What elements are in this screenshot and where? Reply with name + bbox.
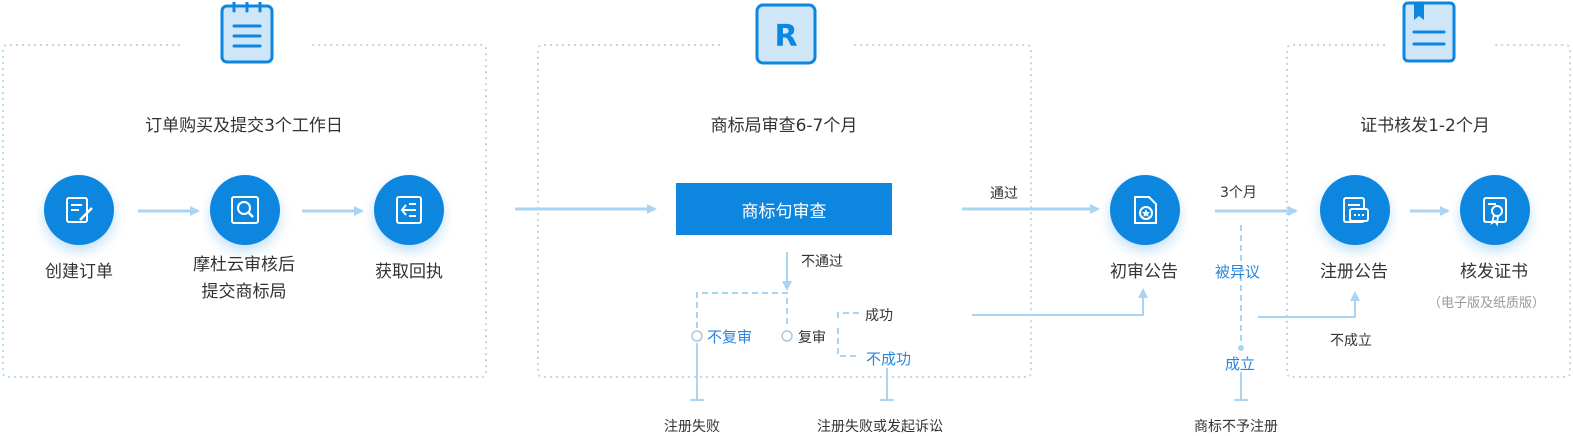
register-announce-label: 注册公告 xyxy=(1320,262,1388,282)
opposed-label: 被异议 xyxy=(1215,263,1261,281)
initial-announce-step xyxy=(1110,175,1180,245)
receipt-icon xyxy=(396,196,422,224)
outcome-not-registered: 商标不予注册 xyxy=(1194,419,1278,435)
announcement-icon xyxy=(1343,197,1369,223)
not-established-label: 不成立 xyxy=(1330,333,1372,349)
stage-panel-2 xyxy=(537,44,1032,378)
formal-review-box: 商标句审查 xyxy=(676,183,892,235)
notepad-icon xyxy=(220,2,274,64)
three-months-label: 3个月 xyxy=(1220,185,1257,201)
cert-format-note: （电子版及纸质版） xyxy=(1428,296,1546,311)
svg-text:R: R xyxy=(774,19,797,54)
document-star-icon xyxy=(1134,196,1157,224)
issue-cert-label: 核发证书 xyxy=(1460,262,1528,282)
platform-review-label-line2: 提交商标局 xyxy=(201,282,287,302)
create-order-step xyxy=(44,175,114,245)
initial-announce-label: 初审公告 xyxy=(1110,262,1178,282)
receipt-label: 获取回执 xyxy=(375,262,443,282)
stage-title-cert: 证书核发1-2个月 xyxy=(1360,116,1490,136)
established-label: 成立 xyxy=(1225,355,1256,373)
r-letter-icon: R xyxy=(755,3,817,65)
certificate-icon xyxy=(1483,197,1507,227)
no-reexam-label: 不复审 xyxy=(707,328,753,346)
pass-label: 通过 xyxy=(990,186,1018,202)
create-order-label: 创建订单 xyxy=(45,262,113,282)
platform-review-step xyxy=(210,175,280,245)
reexam-label: 复审 xyxy=(798,330,826,346)
platform-review-label-line1: 摩杜云审核后 xyxy=(193,255,295,275)
issue-cert-step xyxy=(1460,175,1530,245)
book-icon xyxy=(1402,1,1456,63)
success-label: 成功 xyxy=(865,308,893,324)
edit-document-icon xyxy=(66,197,93,223)
register-announce-step xyxy=(1320,175,1390,245)
magnifier-icon xyxy=(231,196,259,224)
stage-panel-1 xyxy=(2,44,487,378)
stage-title-review: 商标局审查6-7个月 xyxy=(710,116,858,136)
outcome-reg-failed: 注册失败 xyxy=(664,419,720,435)
receipt-step xyxy=(374,175,444,245)
stage-title-order: 订单购买及提交3个工作日 xyxy=(145,116,343,136)
failure-label: 不成功 xyxy=(866,350,912,368)
outcome-reg-failed-or-sue: 注册失败或发起诉讼 xyxy=(817,419,943,435)
not-pass-label: 不通过 xyxy=(801,254,843,270)
